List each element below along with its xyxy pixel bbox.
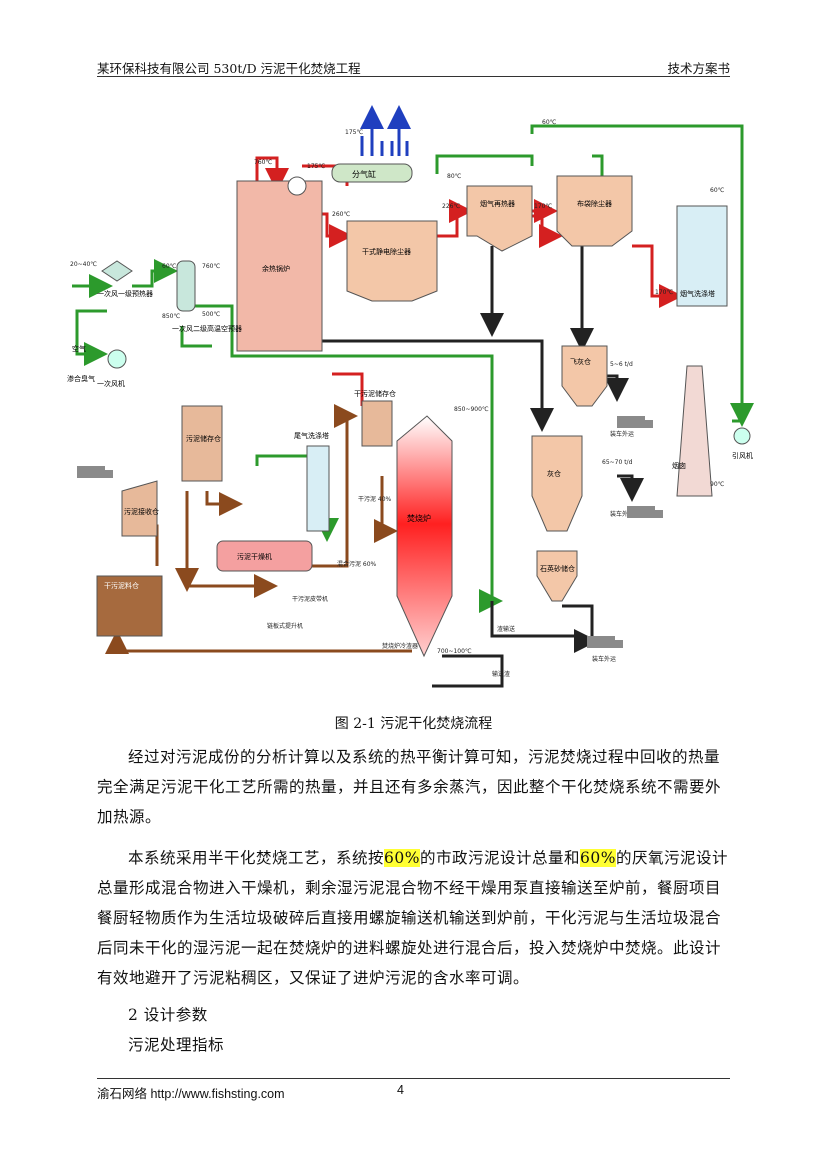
svg-text:760℃: 760℃ (254, 159, 272, 166)
header-title: 某环保科技有限公司 530t/D 污泥干化焚烧工程 (97, 61, 361, 76)
svg-text:80℃: 80℃ (447, 173, 462, 180)
page-header: 某环保科技有限公司 530t/D 污泥干化焚烧工程 技术方案书 (97, 56, 730, 77)
svg-text:输送渣: 输送渣 (492, 670, 510, 678)
svg-text:链板式提升机: 链板式提升机 (267, 622, 303, 630)
svg-text:干污泥储存仓: 干污泥储存仓 (354, 389, 396, 398)
svg-text:空气: 空气 (72, 344, 86, 353)
sludge-store (181, 405, 223, 482)
svg-text:干污泥 40%: 干污泥 40% (358, 495, 392, 503)
svg-text:一次风机: 一次风机 (97, 379, 125, 388)
process-flow-diagram: 余热锅炉 分气缸 干式静电除尘器 烟气再热器 布袋除尘器 烟气洗涤塔 一次风二级… (67, 105, 754, 688)
page-footer: 渝石网络 http://www.fishsting.com 4 (97, 1078, 730, 1101)
furnace (396, 415, 453, 658)
svg-text:余热锅炉: 余热锅炉 (262, 264, 290, 273)
subsection-heading: 污泥处理指标 (128, 1036, 225, 1054)
svg-text:布袋除尘器: 布袋除尘器 (577, 199, 612, 208)
svg-text:污泥储存仓: 污泥储存仓 (186, 434, 221, 443)
stack (676, 365, 713, 497)
svg-text:石英砂储仓: 石英砂储仓 (540, 564, 575, 573)
dry-sludge-bin (96, 575, 163, 637)
header-doc-type: 技术方案书 (667, 61, 730, 76)
svg-text:60℃: 60℃ (542, 119, 557, 126)
paragraph-heat-balance: 经过对污泥成份的分析计算以及系统的热平衡计算可知，污泥焚烧过程中回收的热量完全满… (97, 748, 722, 826)
fly-ash-bin (561, 345, 608, 407)
svg-text:污泥接收仓: 污泥接收仓 (124, 507, 159, 516)
svg-text:飞灰仓: 飞灰仓 (570, 357, 591, 366)
svg-text:20~40℃: 20~40℃ (70, 261, 97, 268)
paragraph-process: 本系统采用半干化焚烧工艺，系统按60%的市政污泥设计总量和60%的厌氧污泥设计总… (97, 849, 728, 987)
svg-text:65~70 t/d: 65~70 t/d (602, 459, 633, 466)
highlight-percent-2: 60% (579, 849, 616, 867)
svg-text:干污泥皮带机: 干污泥皮带机 (292, 595, 328, 603)
svg-text:60℃: 60℃ (162, 263, 177, 270)
svg-text:175℃: 175℃ (345, 129, 363, 136)
gas-wash-tower (306, 445, 330, 532)
svg-text:污泥干燥机: 污泥干燥机 (237, 552, 272, 561)
svg-text:760℃: 760℃ (202, 263, 220, 270)
svg-text:干式静电除尘器: 干式静电除尘器 (362, 247, 411, 256)
svg-text:170℃: 170℃ (534, 203, 552, 210)
svg-text:90℃: 90℃ (710, 481, 725, 488)
footer-site: 渝石网络 http://www.fishsting.com (97, 1087, 285, 1101)
svg-text:装车外运: 装车外运 (592, 655, 616, 663)
id-fan (733, 427, 751, 445)
electrostatic-precipitator (346, 220, 438, 302)
svg-text:60℃: 60℃ (710, 187, 725, 194)
svg-text:500℃: 500℃ (202, 311, 220, 318)
sand-bin (536, 550, 578, 602)
svg-text:226℃: 226℃ (442, 203, 460, 210)
svg-text:烟气洗涤塔: 烟气洗涤塔 (680, 289, 715, 298)
svg-text:烟囱: 烟囱 (672, 461, 686, 470)
svg-text:焚烧炉冷渣器: 焚烧炉冷渣器 (382, 642, 418, 650)
svg-text:渗合臭气: 渗合臭气 (67, 374, 95, 383)
svg-text:引风机: 引风机 (732, 451, 753, 460)
sludge-receive (121, 480, 158, 537)
svg-text:5~6 t/d: 5~6 t/d (610, 361, 633, 368)
svg-text:装车外运: 装车外运 (610, 510, 634, 518)
flue-gas-reheater (466, 185, 533, 252)
preheater-2 (176, 260, 196, 312)
svg-text:渣输送: 渣输送 (497, 625, 515, 633)
svg-text:混合污泥 60%: 混合污泥 60% (337, 560, 377, 568)
figure-caption: 图 2-1 污泥干化焚烧流程 (334, 716, 493, 732)
svg-text:烟气再热器: 烟气再热器 (480, 199, 515, 208)
page-number: 4 (397, 1083, 404, 1097)
svg-text:焚烧炉: 焚烧炉 (407, 513, 431, 523)
scrubber (676, 205, 728, 307)
steam-drum (331, 163, 413, 183)
svg-text:干污泥料仓: 干污泥料仓 (104, 581, 139, 590)
primary-fan (107, 349, 127, 369)
svg-text:850~900℃: 850~900℃ (454, 406, 489, 413)
slag-bin (531, 435, 583, 532)
svg-text:850℃: 850℃ (162, 313, 180, 320)
svg-text:一次风一级预热器: 一次风一级预热器 (97, 289, 153, 298)
boiler (236, 180, 323, 352)
highlight-percent-1: 60% (384, 849, 420, 867)
section-heading: 2 设计参数 (128, 1006, 208, 1024)
svg-text:分气缸: 分气缸 (352, 169, 376, 179)
dry-sludge-silo (361, 400, 393, 447)
svg-text:一次风二级高温空预器: 一次风二级高温空预器 (172, 324, 242, 333)
svg-text:尾气洗涤塔: 尾气洗涤塔 (294, 431, 329, 440)
svg-text:装车外运: 装车外运 (610, 430, 634, 438)
sludge-dryer (216, 540, 313, 572)
svg-text:260℃: 260℃ (332, 211, 350, 218)
preheater-1 (101, 260, 133, 282)
baghouse (556, 175, 633, 247)
svg-text:175℃: 175℃ (307, 163, 325, 170)
svg-text:灰仓: 灰仓 (547, 469, 561, 478)
svg-text:170℃: 170℃ (655, 289, 673, 296)
svg-text:700~100℃: 700~100℃ (437, 648, 472, 655)
